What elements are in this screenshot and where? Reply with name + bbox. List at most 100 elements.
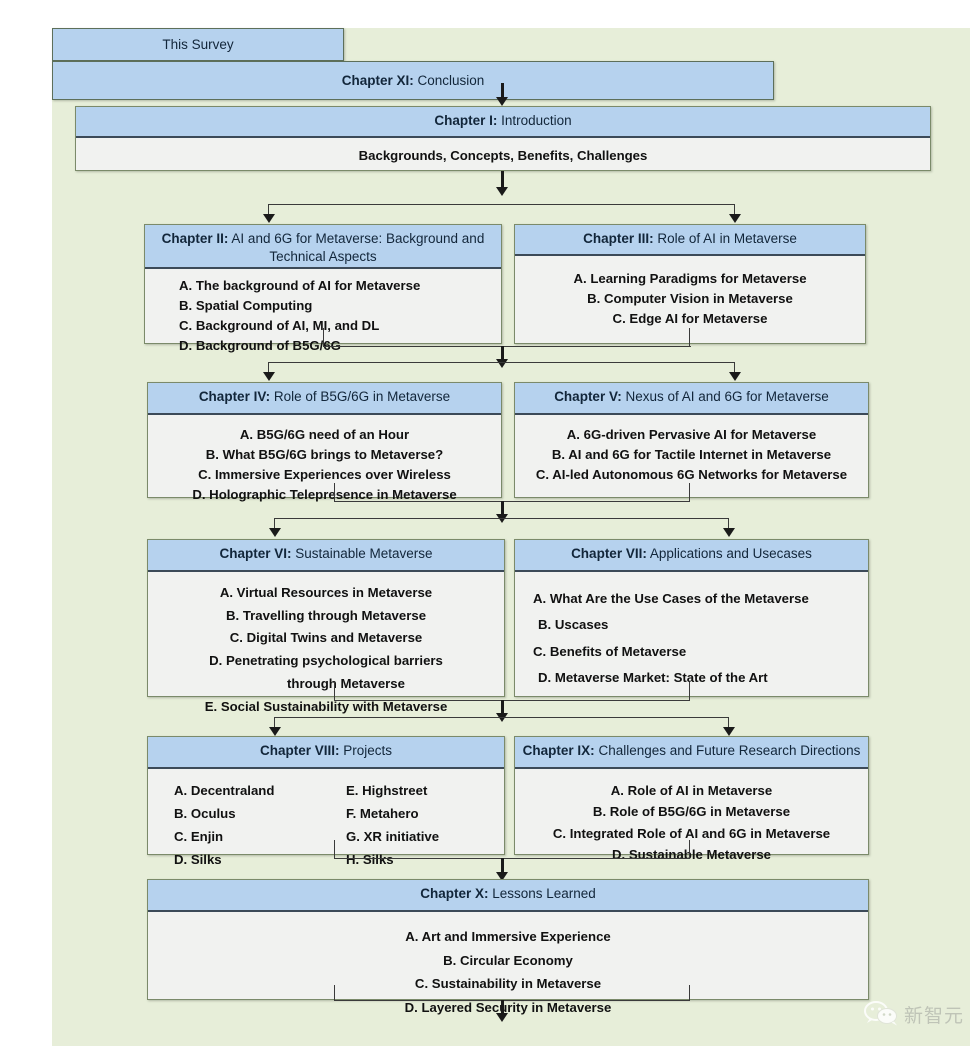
merge-left-riser-ch10 xyxy=(334,985,336,1001)
node-chapter-1[interactable]: Chapter I: Introduction Backgrounds, Con… xyxy=(75,106,931,171)
list-item: D. Penetrating psychological barriers xyxy=(209,653,443,669)
list-item: A. Virtual Resources in Metaverse xyxy=(219,585,433,600)
list-item: C. AI-led Autonomous 6G Networks for Met… xyxy=(535,467,848,483)
list-item: B. Uscases xyxy=(538,617,609,633)
chapter-10-number: Chapter X: xyxy=(420,886,489,901)
chapter-2-title: AI and 6G for Metaverse: Background and … xyxy=(228,231,485,265)
split-bar-row3 xyxy=(274,518,729,520)
split-left-drop-row2 xyxy=(268,362,270,374)
list-item: D. Background of B5G/6G xyxy=(179,338,341,354)
chapter-2-header: Chapter II: AI and 6G for Metaverse: Bac… xyxy=(145,225,501,269)
chapter-10-header: Chapter X: Lessons Learned xyxy=(148,880,868,912)
node-chapter-2[interactable]: Chapter II: AI and 6G for Metaverse: Bac… xyxy=(144,224,502,353)
merge-right-riser-row3 xyxy=(689,682,691,701)
merge-bar-row3 xyxy=(334,700,690,702)
chapter-8-column-2: E. Highstreet F. Metahero G. XR initiati… xyxy=(322,780,494,872)
wechat-icon xyxy=(863,1001,897,1026)
split-right-drop-row3 xyxy=(728,518,730,530)
arrow-head-to-ch6 xyxy=(269,528,281,537)
arrow-head-ch1-down xyxy=(496,187,508,196)
chapter-3-header: Chapter III: Role of AI in Metaverse xyxy=(515,225,865,256)
chapter-3-body: A. Learning Paradigms for Metaverse B. C… xyxy=(515,256,865,337)
chapter-6-body: A. Virtual Resources in Metaverse B. Tra… xyxy=(148,572,504,726)
chapter-4-body: A. B5G/6G need of an Hour B. What B5G/6G… xyxy=(148,415,501,513)
list-item: C. Benefits of Metaverse xyxy=(533,643,687,659)
list-item: D. Metaverse Market: State of the Art xyxy=(538,670,768,686)
arrow-head-to-ch4 xyxy=(263,372,275,381)
list-item: A. What Are the Use Cases of the Metaver… xyxy=(533,591,809,606)
split-bar-row4 xyxy=(274,717,729,719)
list-item: C. Edge AI for Metaverse xyxy=(612,311,768,327)
node-chapter-10[interactable]: Chapter X: Lessons Learned A. Art and Im… xyxy=(147,879,869,1015)
merge-left-riser-row1 xyxy=(323,328,325,347)
chapter-5-header: Chapter V: Nexus of AI and 6G for Metave… xyxy=(515,383,868,415)
arrow-head-to-ch7 xyxy=(723,528,735,537)
chapter-3-number: Chapter III: xyxy=(583,231,654,246)
list-item: C. Immersive Experiences over Wireless xyxy=(198,467,451,483)
node-chapter-4[interactable]: Chapter IV: Role of B5G/6G in Metaverse … xyxy=(147,382,502,502)
merge-left-riser-row4 xyxy=(334,840,336,859)
chapter-5-title: Nexus of AI and 6G for Metaverse xyxy=(621,389,829,404)
arrow-stem-row3-to-row4 xyxy=(500,700,504,713)
chapter-8-title: Projects xyxy=(339,743,393,758)
watermark: 新智元 xyxy=(863,1000,964,1028)
node-chapter-9[interactable]: Chapter IX: Challenges and Future Resear… xyxy=(514,736,869,862)
chapter-8-header: Chapter VIII: Projects xyxy=(148,737,504,769)
list-item: A. Decentraland xyxy=(174,783,275,798)
arrow-stem-ch10-to-ch11 xyxy=(500,1000,504,1013)
chapter-2-body: A. The background of AI for Metaverse B.… xyxy=(145,269,501,364)
node-chapter-6[interactable]: Chapter VI: Sustainable Metaverse A. Vir… xyxy=(147,539,505,714)
chapter-1-subtitle: Backgrounds, Concepts, Benefits, Challen… xyxy=(358,148,648,163)
arrow-stem-ch1-down xyxy=(500,171,504,187)
list-item: A. Role of AI in Metaverse xyxy=(610,783,773,798)
diagram-canvas: This Survey Chapter I: Introduction Back… xyxy=(52,28,970,1046)
chapter-7-title: Applications and Usecases xyxy=(646,546,812,561)
node-this-survey[interactable]: This Survey xyxy=(52,28,344,61)
chapter-6-number: Chapter VI: xyxy=(219,546,292,561)
node-chapter-5[interactable]: Chapter V: Nexus of AI and 6G for Metave… xyxy=(514,382,869,498)
chapter-5-number: Chapter V: xyxy=(554,389,622,404)
arrow-head-row4-to-ch10 xyxy=(496,872,508,881)
split-right-drop-row1 xyxy=(734,204,736,216)
chapter-3-title: Role of AI in Metaverse xyxy=(653,231,797,246)
merge-right-riser-row2 xyxy=(689,483,691,502)
split-right-drop-row4 xyxy=(728,717,730,729)
node-chapter-3[interactable]: Chapter III: Role of AI in Metaverse A. … xyxy=(514,224,866,344)
arrow-stem-row4-to-ch10 xyxy=(500,858,504,872)
node-chapter-8[interactable]: Chapter VIII: Projects A. Decentraland B… xyxy=(147,736,505,867)
node-chapter-11[interactable]: Chapter XI: Conclusion xyxy=(52,61,774,100)
merge-bar-ch10 xyxy=(334,1000,690,1002)
arrow-head-to-ch5 xyxy=(729,372,741,381)
list-item: C. Background of AI, MI, and DL xyxy=(179,318,380,334)
list-item: A. Learning Paradigms for Metaverse xyxy=(573,271,807,286)
merge-left-riser-row2 xyxy=(334,483,336,502)
merge-right-riser-row4 xyxy=(689,840,691,859)
list-item: B. Computer Vision in Metaverse xyxy=(587,291,793,307)
list-item: G. XR initiative xyxy=(346,828,440,844)
arrow-head-survey-to-ch1 xyxy=(496,97,508,106)
chapter-1-header: Chapter I: Introduction xyxy=(76,107,930,138)
list-item: B. Spatial Computing xyxy=(179,298,313,314)
list-item: B. What B5G/6G brings to Metaverse? xyxy=(205,447,444,463)
list-item: D. Layered Security in Metaverse xyxy=(404,999,612,1015)
list-item: B. Circular Economy xyxy=(443,952,573,968)
chapter-5-body: A. 6G-driven Pervasive AI for Metaverse … xyxy=(515,415,868,493)
chapter-7-header: Chapter VII: Applications and Usecases xyxy=(515,540,868,572)
node-chapter-7[interactable]: Chapter VII: Applications and Usecases A… xyxy=(514,539,869,697)
list-item: A. 6G-driven Pervasive AI for Metaverse xyxy=(566,427,817,442)
chapter-8-column-1: A. Decentraland B. Oculus C. Enjin D. Si… xyxy=(174,780,322,872)
chapter-2-number: Chapter II: xyxy=(161,231,229,246)
list-item: A. Art and Immersive Experience xyxy=(405,929,611,944)
list-item: A. The background of AI for Metaverse xyxy=(179,278,421,293)
chapter-6-header: Chapter VI: Sustainable Metaverse xyxy=(148,540,504,572)
list-item: C. Sustainability in Metaverse xyxy=(414,976,602,991)
list-item: C. Digital Twins and Metaverse xyxy=(229,630,423,646)
merge-bar-row4 xyxy=(334,858,690,860)
chapter-9-number: Chapter IX: xyxy=(522,743,595,758)
list-item: H. Silks xyxy=(346,851,394,867)
chapter-11-number: Chapter XI: xyxy=(341,73,414,88)
merge-right-riser-ch10 xyxy=(689,985,691,1001)
list-item: D. Silks xyxy=(174,851,222,867)
list-item: D. Sustainable Metaverse xyxy=(611,847,772,863)
arrow-head-to-ch2 xyxy=(263,214,275,223)
